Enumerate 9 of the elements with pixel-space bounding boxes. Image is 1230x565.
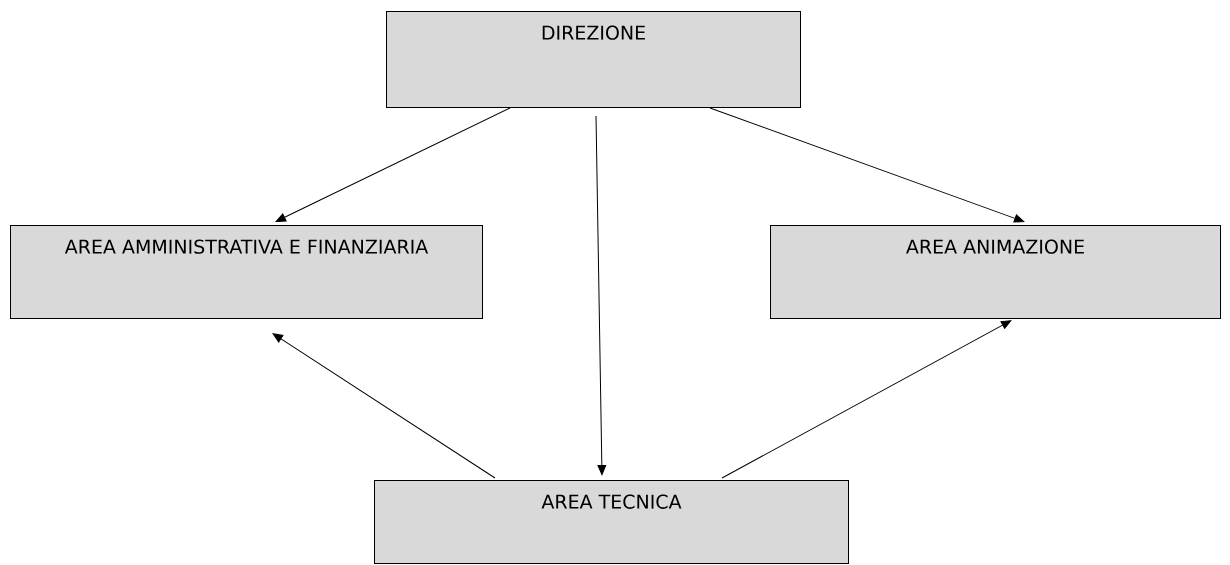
org-box: AREA ANIMAZIONE: [770, 225, 1221, 319]
arrow: [721, 320, 1012, 479]
arrow: [595, 115, 607, 476]
arrow: [275, 107, 511, 222]
arrow: [272, 333, 496, 479]
org-box: AREA TECNICA: [374, 480, 849, 564]
arrow: [709, 107, 1025, 223]
org-box: AREA AMMINISTRATIVA E FINANZIARIA: [10, 225, 483, 319]
org-box: DIREZIONE: [386, 11, 801, 108]
